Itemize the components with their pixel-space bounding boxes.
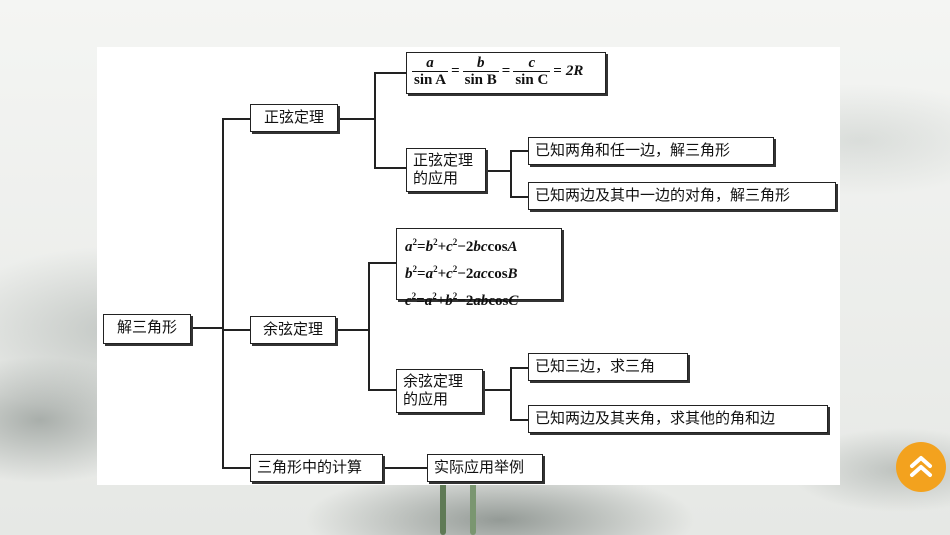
fraction-b-denominator: sin B: [464, 72, 497, 88]
connector: [510, 150, 528, 152]
node-cosine-case-1-label: 已知三边，求三角: [535, 357, 656, 375]
node-cosine-case-2: 已知两边及其夹角，求其他的角和边: [528, 405, 828, 433]
fraction-a-numerator: a: [426, 55, 434, 71]
node-cosine-law: 余弦定理: [250, 316, 336, 344]
connector: [222, 118, 250, 120]
connector: [374, 167, 406, 169]
node-sine-case-2: 已知两边及其中一边的对角，解三角形: [528, 182, 836, 210]
fraction-c: c sin C: [513, 55, 551, 88]
fraction-b: b sin B: [462, 55, 499, 88]
node-cosine-formulas: a2=b2+c2−2bccosA b2=a2+c2−2accosB c2=a2+…: [396, 228, 562, 309]
fraction-b-numerator: b: [476, 55, 485, 71]
node-sine-application: 正弦定理 的应用: [406, 148, 486, 192]
fraction-c-numerator: c: [528, 55, 536, 71]
connector: [368, 389, 396, 391]
fraction-a-denominator: sin A: [414, 72, 447, 88]
node-application-example-label: 实际应用举例: [434, 458, 525, 476]
connector: [374, 72, 406, 74]
connector: [383, 467, 427, 469]
connector: [222, 329, 250, 331]
connector: [486, 170, 511, 172]
connector: [336, 329, 369, 331]
cosine-formula-a: a2=b2+c2−2bccosA: [405, 237, 518, 255]
scroll-top-button[interactable]: [896, 442, 946, 492]
cosine-formula-b: b2=a2+c2−2accosB: [405, 264, 518, 282]
connector: [510, 419, 528, 421]
connector: [190, 327, 223, 329]
node-sine-case-2-label: 已知两边及其中一边的对角，解三角形: [535, 186, 791, 204]
connector: [510, 367, 528, 369]
connector: [368, 262, 370, 390]
node-cosine-law-label: 余弦定理: [262, 320, 323, 338]
node-cosine-case-2-label: 已知两边及其夹角，求其他的角和边: [535, 409, 776, 427]
fraction-c-denominator: sin C: [515, 72, 549, 88]
lotus-stem-decoration: [440, 470, 446, 535]
node-triangle-calc-label: 三角形中的计算: [257, 458, 363, 476]
connector: [510, 150, 512, 197]
connector: [222, 467, 250, 469]
sine-formula-rhs: 2R: [565, 63, 584, 79]
connector: [510, 367, 512, 420]
node-sine-case-1-label: 已知两角和任一边，解三角形: [535, 141, 731, 159]
cosine-formula-c: c2=a2+b2−2abcosC: [405, 291, 519, 309]
connector: [338, 118, 375, 120]
node-sine-law-label: 正弦定理: [263, 108, 324, 126]
node-cosine-application-line1: 余弦定理: [403, 372, 464, 390]
node-sine-application-line2: 的应用: [413, 169, 459, 187]
node-sine-case-1: 已知两角和任一边，解三角形: [528, 137, 774, 165]
connector: [368, 262, 396, 264]
node-root-label: 解三角形: [116, 318, 177, 336]
fraction-a: a sin A: [412, 55, 449, 88]
connector: [483, 389, 511, 391]
connector: [374, 72, 376, 168]
node-sine-application-line1: 正弦定理: [413, 151, 474, 169]
connector: [222, 118, 224, 468]
node-root: 解三角形: [103, 314, 191, 344]
connector: [510, 196, 528, 198]
node-sine-law: 正弦定理: [250, 104, 338, 132]
node-application-example: 实际应用举例: [427, 454, 543, 482]
node-cosine-application: 余弦定理 的应用: [396, 369, 483, 413]
node-cosine-application-line2: 的应用: [403, 390, 449, 408]
node-cosine-case-1: 已知三边，求三角: [528, 353, 688, 381]
chevron-up-icon: [910, 456, 932, 477]
node-sine-formula: a sin A = b sin B = c sin C =2R: [406, 52, 606, 94]
lotus-stem-decoration: [470, 480, 476, 535]
node-triangle-calc: 三角形中的计算: [250, 454, 383, 482]
